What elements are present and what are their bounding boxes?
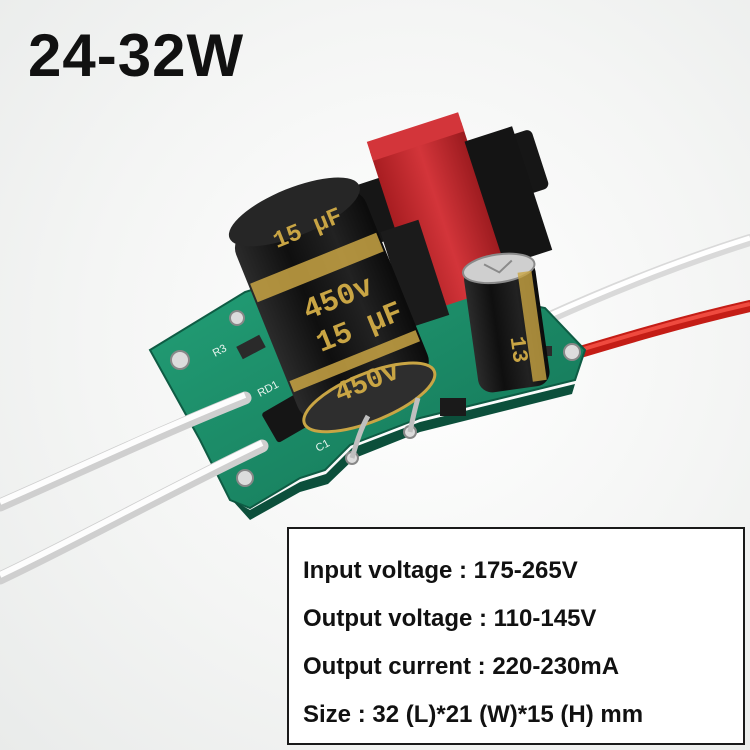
spec-label: Size xyxy=(303,701,352,728)
wattage-title: 24-32W xyxy=(28,22,245,89)
spec-value: 110-145V xyxy=(493,605,597,632)
spec-value: 220-230mA xyxy=(492,653,620,680)
spec-label: Output current xyxy=(303,653,471,680)
large-capacitor: 15 μF 450v 15 μF 450v xyxy=(228,177,437,434)
small-capacitor: 13 xyxy=(462,252,550,393)
spec-output-voltage: Output voltage : 110-145V xyxy=(303,605,597,632)
red-wire xyxy=(554,300,750,364)
transformer xyxy=(351,112,553,328)
spec-value: 175-265V xyxy=(473,557,578,584)
pcb-label-r3: R3 xyxy=(211,342,229,359)
spec-label: Input voltage xyxy=(303,557,453,584)
small-cap-marking: 13 xyxy=(504,335,532,365)
white-wire-right xyxy=(542,234,750,324)
spec-value: 32 (L)*21 (W)*15 (H) mm xyxy=(372,701,644,728)
spec-output-current: Output current : 220-230mA xyxy=(303,653,620,680)
spec-input-voltage: Input voltage : 175-265V xyxy=(303,557,578,584)
spec-box: Input voltage : 175-265V Output voltage … xyxy=(287,527,745,745)
spec-label: Output voltage xyxy=(303,605,473,632)
spec-size: Size : 32 (L)*21 (W)*15 (H) mm xyxy=(303,701,644,728)
pcb-label-c1: C1 xyxy=(314,437,332,454)
